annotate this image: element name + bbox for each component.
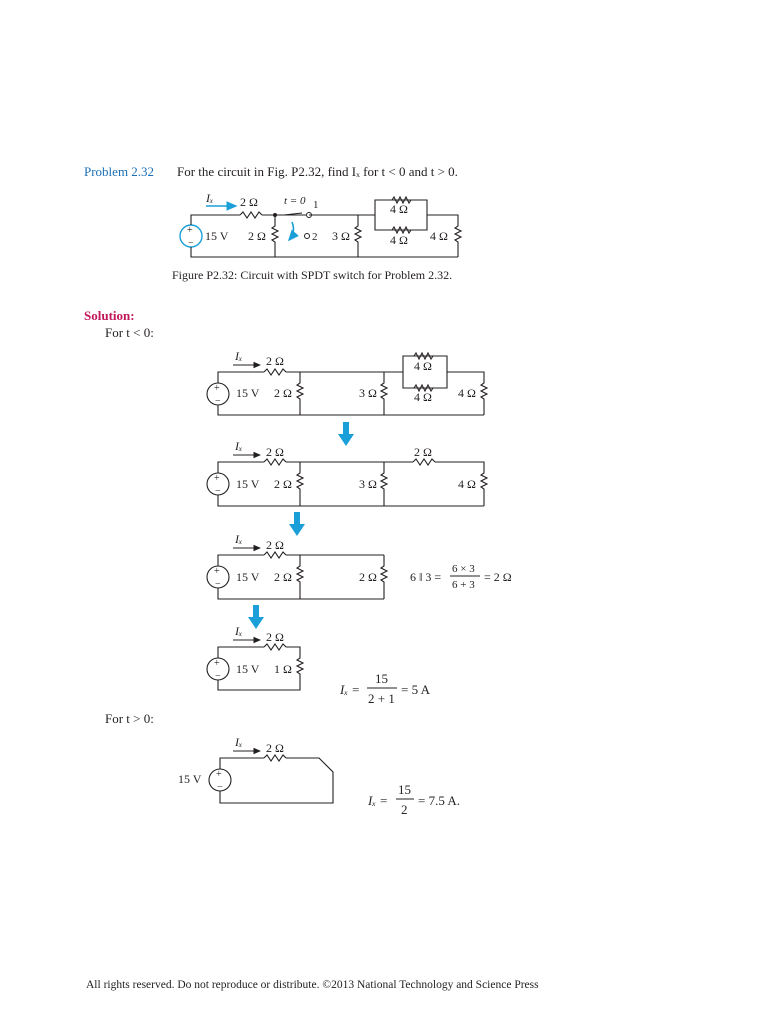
step4-r2a: 2 Ω [266,630,284,644]
figure-p2-32: + − 15 V Iₓ 2 Ω t = 0 1 2 2 Ω 3 Ω 4 Ω 4 … [179,191,463,258]
step4-eq-left: Iₓ = [339,682,360,697]
down-arrow-3 [248,605,264,629]
step1-r4top: 4 Ω [414,359,432,373]
step3-eq-num: 6 × 3 [452,563,475,575]
label-4-ohm-top: 4 Ω [390,202,408,216]
step2-r2c: 2 Ω [414,445,432,459]
resistor-4-ohm-top [391,195,412,205]
svg-text:+: + [216,769,222,780]
step1-r4right: 4 Ω [458,386,476,400]
step5-eq-left: Iₓ = [367,793,388,808]
svg-text:+: + [214,383,220,394]
step2-r2b: 2 Ω [274,477,292,491]
resistor-2-ohm-shunt [270,215,280,257]
step3-eq-right: = 2 Ω [484,570,512,584]
footer-copyright: All rights reserved. Do not reproduce or… [86,979,539,991]
step1-r3: 3 Ω [359,386,377,400]
step3-eq-left: 6 ‖ 3 = [410,570,441,584]
step2-source: 15 V [236,477,260,491]
step3-r2a: 2 Ω [266,538,284,552]
step4-eq-num: 15 [375,671,388,686]
svg-text:+: + [214,473,220,484]
step5-eq-right: = 7.5 A. [418,793,460,808]
step5-eq-num: 15 [398,782,411,797]
ix-label: Iₓ [205,191,213,205]
step5-source: 15 V [178,772,202,786]
resistor-2-ohm-top [239,211,263,219]
svg-text:−: − [215,671,221,682]
svg-text:+: + [187,225,193,236]
svg-text:−: − [215,396,221,407]
solution-step-4: + − 15 V Iₓ 2 Ω 1 Ω Iₓ = 15 2 + 1 = 5 A [206,624,431,706]
down-arrow-2 [289,512,305,536]
step4-source: 15 V [236,662,260,676]
step1-ix: Iₓ [234,349,242,363]
step5-ix: Iₓ [234,735,242,749]
step3-source: 15 V [236,570,260,584]
svg-text:−: − [217,782,223,793]
solution-step-1: + − 15 V Iₓ 2 Ω 2 Ω 3 Ω 4 Ω 4 Ω 4 Ω [206,349,489,416]
step2-r3: 3 Ω [359,477,377,491]
label-4-ohm-mid: 4 Ω [390,233,408,247]
solution-step-2: + − 15 V Iₓ 2 Ω 2 Ω 3 Ω 2 Ω 4 Ω [206,439,489,507]
step2-ix: Iₓ [234,439,242,453]
step3-r2b: 2 Ω [274,570,292,584]
step3-ix: Iₓ [234,532,242,546]
step4-ix: Iₓ [234,624,242,638]
svg-text:−: − [188,238,194,249]
resistor-4-ohm-mid [391,225,412,235]
step1-r2b: 2 Ω [274,386,292,400]
label-2-ohm-shunt: 2 Ω [248,229,266,243]
switch-pos-1: 1 [313,199,319,211]
switch-pos-2: 2 [312,231,318,243]
step4-eq-right: = 5 A [401,682,431,697]
step5-eq-den: 2 [401,802,408,817]
solution-heading: Solution: [84,308,135,323]
problem-statement: For the circuit in Fig. P2.32, find Iₓ f… [177,164,458,179]
step1-r4mid: 4 Ω [414,390,432,404]
label-2-ohm-top: 2 Ω [240,195,258,209]
case-t-positive: For t > 0: [105,711,154,726]
solution-step-5: 15 V + − Iₓ 2 Ω Iₓ = 15 2 = 7.5 A. [178,735,460,817]
label-4-ohm-right: 4 Ω [430,229,448,243]
svg-text:−: − [215,579,221,590]
svg-text:−: − [215,486,221,497]
step5-r2a: 2 Ω [266,741,284,755]
solution-step-3: + − 15 V Iₓ 2 Ω 2 Ω 2 Ω 6 ‖ 3 = 6 × 3 6 +… [206,532,512,600]
source-label: 15 V [205,229,229,243]
down-arrow-1 [338,422,354,446]
step4-eq-den: 2 + 1 [368,691,395,706]
figure-caption: Figure P2.32: Circuit with SPDT switch f… [172,268,453,282]
step3-r2d: 2 Ω [359,570,377,584]
step1-source: 15 V [236,386,260,400]
step3-eq-den: 6 + 3 [452,579,475,591]
case-t-negative: For t < 0: [105,325,154,340]
step1-r2a: 2 Ω [266,354,284,368]
svg-text:+: + [214,566,220,577]
label-3-ohm: 3 Ω [332,229,350,243]
svg-text:+: + [214,658,220,669]
step2-r4right: 4 Ω [458,477,476,491]
problem-number: Problem 2.32 [84,164,155,179]
step2-r2a: 2 Ω [266,445,284,459]
step4-r1: 1 Ω [274,662,292,676]
switch-label: t = 0 [284,195,306,207]
